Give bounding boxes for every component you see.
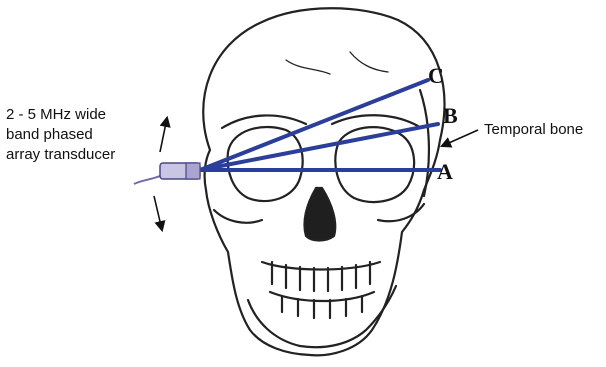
nasal-cavity [304,188,335,241]
forehead-detail [286,52,388,74]
transducer-label-line: array transducer [6,145,115,165]
left-cheekbone [214,210,262,223]
lower-teeth [270,292,374,318]
right-orbit [335,127,414,202]
beam-c [200,80,428,170]
mandible [248,286,396,347]
beam-label-c: C [428,64,444,88]
skull-outline [203,8,444,355]
transducer-label: 2 - 5 MHz wide band phased array transdu… [6,105,115,165]
transducer-label-line: band phased [6,125,115,145]
beam-label-a: A [437,160,453,184]
beam-label-b: B [443,104,458,128]
skull-illustration [203,8,444,355]
temporal-bone-pointer [442,130,478,146]
arrow-up-icon [160,118,167,152]
ultrasound-beams [200,80,440,170]
upper-teeth [262,262,380,291]
transducer-label-line: 2 - 5 MHz wide [6,105,115,125]
beam-b [200,124,438,170]
transducer-probe-icon [134,163,200,184]
temporal-region [420,90,429,196]
arrow-down-icon [154,196,162,230]
temporal-bone-label: Temporal bone [484,120,583,140]
